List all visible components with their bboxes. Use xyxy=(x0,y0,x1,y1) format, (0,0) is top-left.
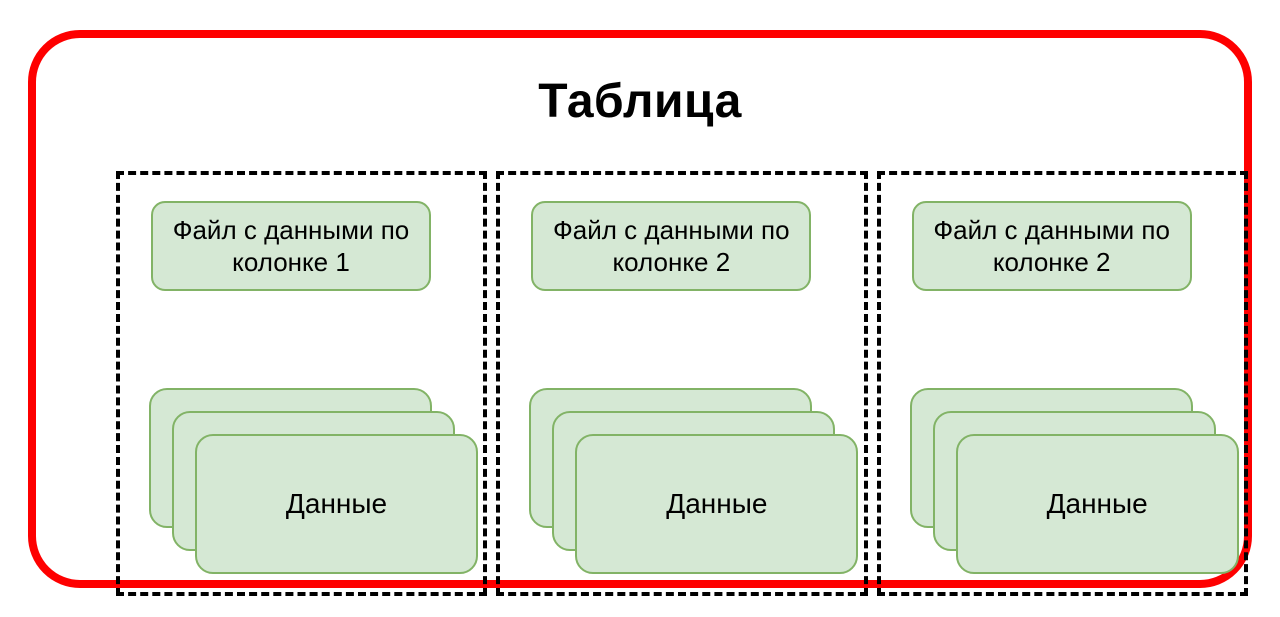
column-3-data-stack: Данные xyxy=(909,388,1244,578)
columns-row: Файл с данными по колонке 1 Данные Файл … xyxy=(116,171,1248,596)
stack-card-front: Данные xyxy=(195,434,478,574)
column-1: Файл с данными по колонке 1 Данные xyxy=(116,171,488,596)
column-3-header-box: Файл с данными по колонке 2 xyxy=(911,201,1192,291)
column-2-header-label: Файл с данными по колонке 2 xyxy=(553,214,790,278)
column-1-header-box: Файл с данными по колонке 1 xyxy=(151,201,431,291)
column-1-data-stack: Данные xyxy=(149,388,483,578)
table-container: Таблица Файл с данными по колонке 1 Данн… xyxy=(28,30,1252,596)
stack-card-front: Данные xyxy=(575,434,859,574)
stack-card-front: Данные xyxy=(955,434,1239,574)
column-1-header-label: Файл с данными по колонке 1 xyxy=(172,214,410,278)
diagram-title: Таблица xyxy=(538,75,742,128)
column-2-header-box: Файл с данными по колонке 2 xyxy=(531,201,812,291)
stack-label: Данные xyxy=(666,488,768,519)
column-2: Файл с данными по колонке 2 Данные xyxy=(496,171,868,596)
column-3-header-label: Файл с данными по колонке 2 xyxy=(933,214,1170,278)
stack-label: Данные xyxy=(1046,488,1148,519)
stack-label: Данные xyxy=(285,488,388,519)
column-2-data-stack: Данные xyxy=(529,388,863,578)
column-3: Файл с данными по колонке 2 Данные xyxy=(876,171,1248,596)
